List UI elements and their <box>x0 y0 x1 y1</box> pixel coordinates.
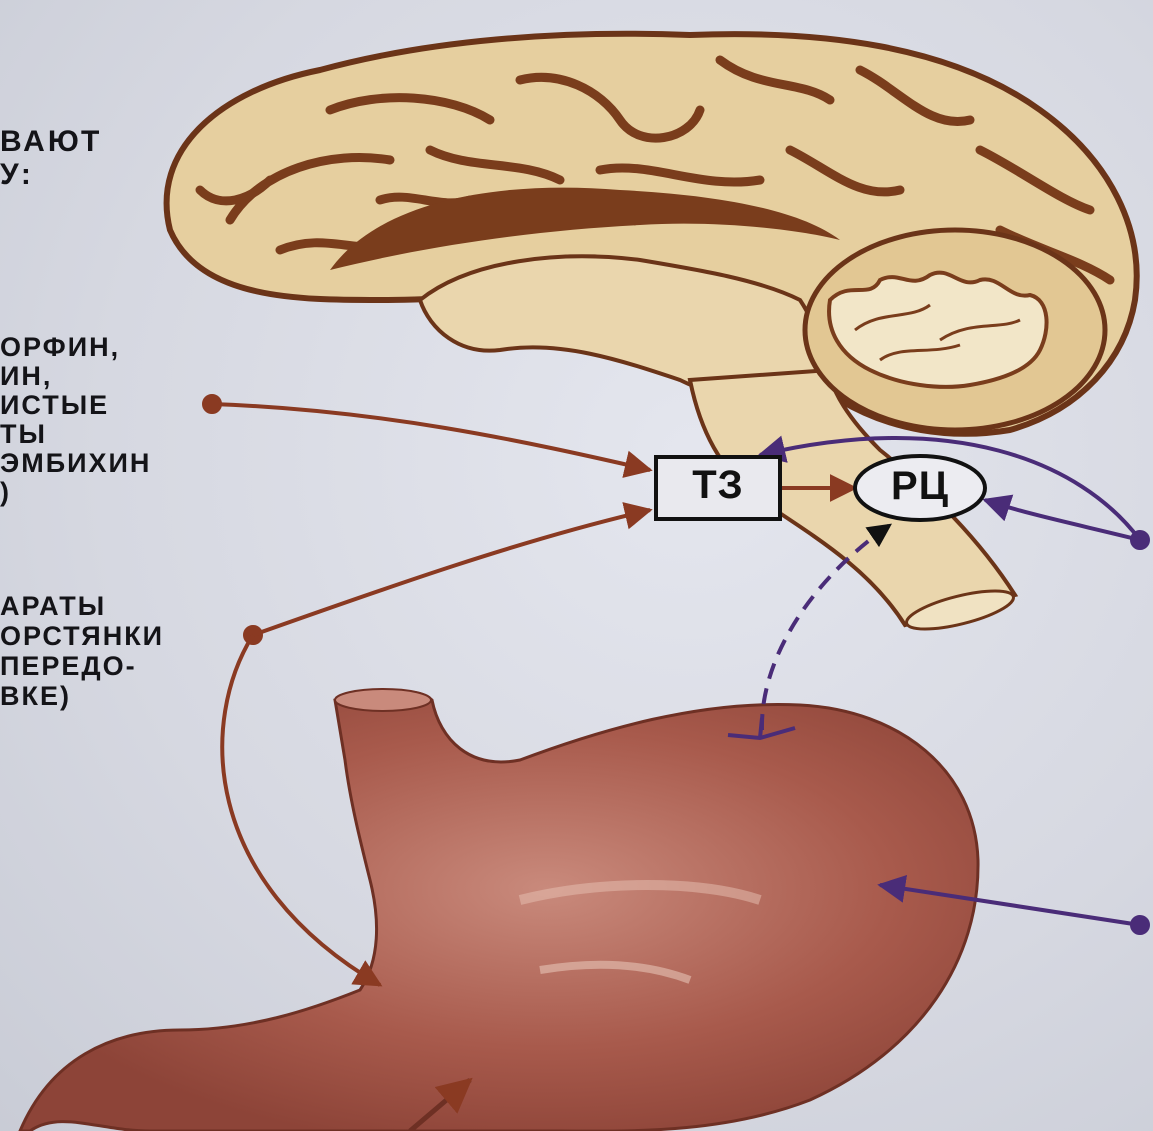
cerebellum <box>805 230 1105 430</box>
group-two-line-4: ВКЕ) <box>0 682 71 710</box>
group-one-line-5: ЭМБИХИН <box>0 449 151 477</box>
group-one-line-3: ИСТЫЕ <box>0 391 109 419</box>
arrow-second-to-tz <box>253 510 650 635</box>
esophagus-opening <box>335 689 431 711</box>
node-rc-label: РЦ <box>855 464 985 509</box>
heading-line-1: ВАЮТ <box>0 125 102 159</box>
arrow-right-to-rc <box>985 500 1140 540</box>
group-one-line-4: ТЫ <box>0 420 47 448</box>
node-tz-label: ТЗ <box>656 463 780 508</box>
stomach-body <box>20 691 978 1131</box>
group-one-line-2: ИН, <box>0 362 52 390</box>
group-two-line-1: АРАТЫ <box>0 592 106 620</box>
group-one-line-1: ОРФИН, <box>0 333 120 361</box>
stomach-illustration <box>20 689 978 1131</box>
brain-illustration <box>167 34 1137 637</box>
group-two-line-3: ПЕРЕДО- <box>0 652 137 680</box>
group-two-line-2: ОРСТЯНКИ <box>0 622 164 650</box>
heading-line-2: У: <box>0 158 34 192</box>
arrow-drugs-to-tz <box>212 404 650 470</box>
group-one-line-6: ) <box>0 478 11 506</box>
